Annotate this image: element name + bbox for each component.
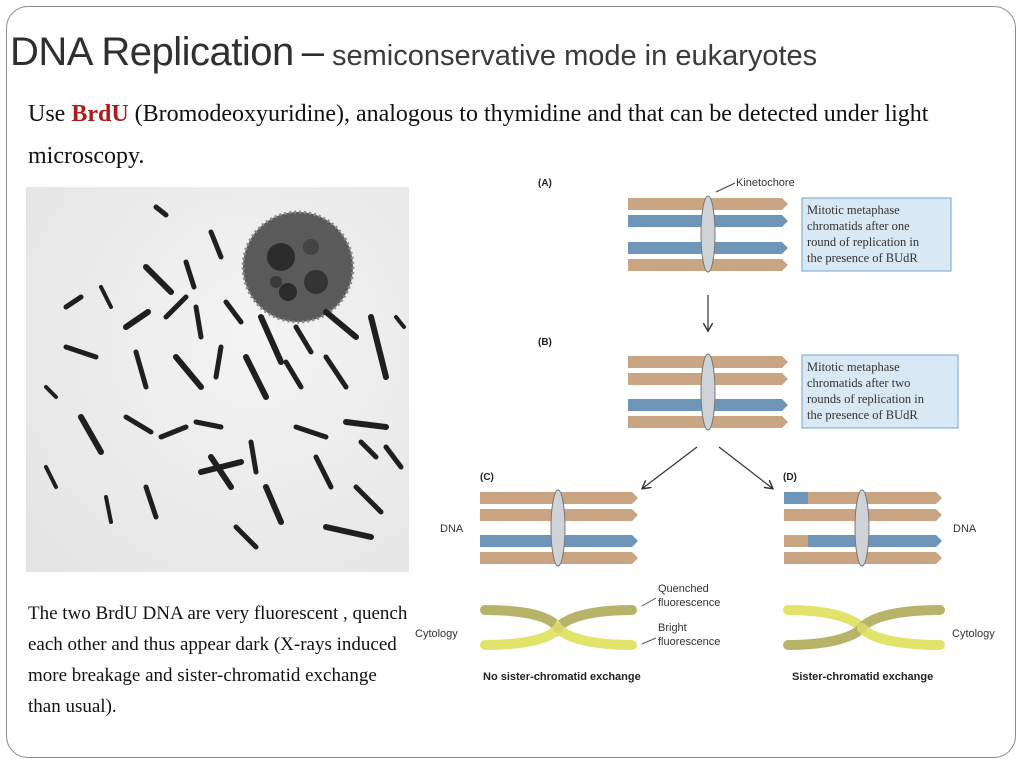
quenched-label-1: Quenched bbox=[658, 583, 709, 595]
kinetochore-d bbox=[854, 489, 870, 567]
quenched-label-2: fluorescence bbox=[658, 597, 720, 609]
panel-c-chromatids bbox=[480, 489, 638, 567]
intro-paragraph: Use BrdU (Bromodeoxyuridine), analogous … bbox=[28, 93, 968, 177]
caption-exchange: Sister-chromatid exchange bbox=[792, 671, 933, 683]
brdu-highlight: BrdU bbox=[71, 101, 129, 127]
kinetochore-b bbox=[700, 353, 716, 431]
fluorescence-caption: The two BrdU DNA are very fluorescent , … bbox=[28, 603, 408, 717]
bright-label-1: Bright bbox=[658, 622, 687, 634]
note-a-line4: the presence of BUdR bbox=[807, 251, 918, 265]
cytology-c bbox=[480, 605, 637, 650]
slide-title: DNA Replication–semiconservative mode in… bbox=[10, 30, 1010, 75]
note-a-line1: Mitotic metaphase bbox=[807, 203, 900, 217]
panel-b-label: (B) bbox=[538, 337, 552, 348]
title-subtitle: semiconservative mode in eukaryotes bbox=[332, 40, 818, 72]
note-b: Mitotic metaphase chromatids after two r… bbox=[801, 354, 959, 429]
metaphase-micrograph bbox=[26, 187, 409, 572]
intro-prefix: Use bbox=[28, 101, 66, 127]
intro-rest: (Bromodeoxyuridine), analogous to thymid… bbox=[28, 101, 929, 169]
chromosome-spread bbox=[44, 204, 406, 550]
bright-label-2: fluorescence bbox=[658, 636, 720, 648]
sister-chromatid-diagram: (A) Kinetochore Mitotic metaphase chroma… bbox=[415, 177, 995, 683]
cytology-label-right: Cytology bbox=[952, 628, 995, 640]
note-b-line1: Mitotic metaphase bbox=[807, 360, 900, 374]
panel-c-label: (C) bbox=[480, 472, 494, 483]
kinetochore-label: Kinetochore bbox=[736, 177, 795, 189]
note-a-line2: chromatids after one bbox=[807, 219, 910, 233]
panel-b-chromatids bbox=[628, 353, 788, 431]
note-b-line4: the presence of BUdR bbox=[807, 408, 918, 422]
panel-a-chromatids bbox=[628, 195, 788, 273]
note-a: Mitotic metaphase chromatids after one r… bbox=[801, 197, 952, 272]
note-b-line3: rounds of replication in bbox=[807, 392, 925, 406]
slide-frame bbox=[6, 6, 1016, 758]
arrow-b-to-c bbox=[643, 446, 698, 488]
caption-no-exchange: No sister-chromatid exchange bbox=[483, 671, 641, 683]
kinetochore-c bbox=[550, 489, 566, 567]
panel-d-label: (D) bbox=[783, 472, 797, 483]
interphase-nucleus bbox=[241, 210, 355, 324]
arrow-b-to-d bbox=[718, 446, 772, 488]
dna-label-left: DNA bbox=[440, 523, 464, 535]
cytology-label-left: Cytology bbox=[415, 628, 458, 640]
kinetochore-a bbox=[700, 195, 716, 273]
cytology-d bbox=[783, 605, 945, 650]
panel-d-chromatids bbox=[784, 489, 942, 567]
title-main: DNA Replication bbox=[10, 30, 294, 74]
note-b-line2: chromatids after two bbox=[807, 376, 910, 390]
title-dash: – bbox=[301, 30, 324, 74]
note-a-line3: round of replication in bbox=[807, 235, 920, 249]
dna-label-right: DNA bbox=[953, 523, 977, 535]
panel-a-label: (A) bbox=[538, 178, 552, 189]
